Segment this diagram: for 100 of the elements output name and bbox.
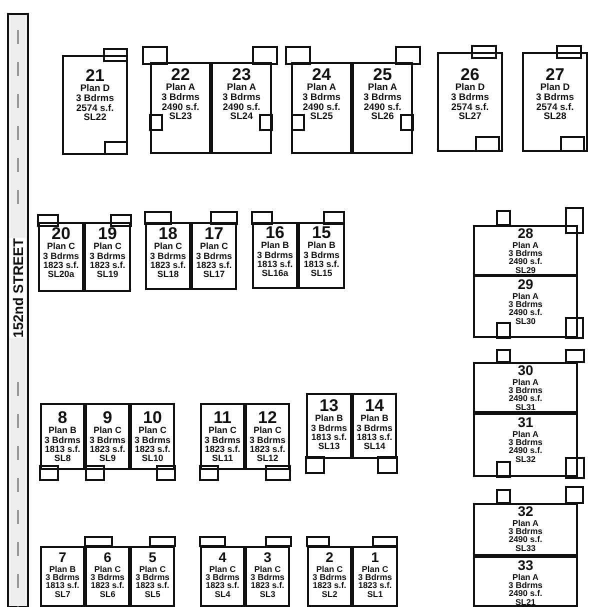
bedroom-count: 3 Bdrms — [358, 573, 392, 582]
strata-lot: SL26 — [371, 112, 394, 122]
townhouse-unit — [200, 403, 245, 470]
floor-area: 2574 s.f. — [76, 104, 114, 114]
plan-name: Plan C — [93, 426, 122, 436]
floor-area: 2574 s.f. — [451, 102, 489, 112]
townhouse-unit — [211, 62, 272, 154]
strata-lot: SL19 — [96, 270, 118, 280]
townhouse-unit — [437, 52, 503, 152]
townhouse-unit — [85, 403, 130, 470]
floor-area: 1813 s.f. — [46, 581, 80, 590]
strata-lot: SL23 — [169, 112, 192, 122]
bedroom-count: 3 Bdrms — [76, 94, 114, 104]
floor-area: 1823 s.f. — [136, 581, 170, 590]
bedroom-count: 3 Bdrms — [42, 252, 79, 261]
bedroom-count: 3 Bdrms — [196, 252, 232, 261]
plan-name: Plan A — [166, 83, 196, 94]
strata-lot: SL6 — [100, 590, 116, 598]
bedroom-count: 3 Bdrms — [90, 573, 124, 582]
plan-name: Plan A — [226, 83, 256, 94]
unit-number: 1 — [371, 551, 379, 565]
bedroom-count: 3 Bdrms — [303, 250, 340, 260]
plan-name: Plan A — [512, 572, 539, 582]
bedroom-count: 3 Bdrms — [150, 252, 186, 261]
strata-lot: SL16a — [262, 268, 288, 278]
floor-area: 2490 s.f. — [508, 446, 542, 455]
unit-number: 16 — [266, 224, 284, 242]
unit-number: 13 — [320, 397, 338, 414]
strata-lot: SL30 — [515, 316, 536, 326]
plan-name: Plan D — [455, 83, 485, 94]
unit-number: 21 — [86, 67, 104, 84]
strata-lot: SL3 — [260, 590, 276, 598]
unit-number: 27 — [546, 66, 564, 84]
plan-name: Plan C — [253, 426, 282, 436]
floor-area: 1813 s.f. — [44, 444, 80, 454]
floor-area: 2490 s.f. — [508, 257, 542, 266]
strata-lot: SL29 — [515, 266, 536, 274]
strata-lot: SL18 — [157, 270, 179, 280]
strata-lot: SL15 — [310, 268, 332, 278]
strata-lot: SL10 — [142, 454, 164, 464]
floor-area: 2490 s.f. — [162, 102, 200, 112]
floor-area: 1813 s.f. — [356, 432, 392, 442]
unit-number: 12 — [258, 409, 277, 426]
plan-name: Plan C — [46, 242, 75, 252]
bedroom-count: 3 Bdrms — [312, 573, 346, 582]
plan-name: Plan C — [139, 564, 166, 574]
bedroom-count: 3 Bdrms — [363, 93, 402, 103]
strata-lot: SL14 — [364, 442, 386, 452]
unit-number: 17 — [204, 225, 224, 242]
townhouse-unit — [473, 225, 578, 276]
unit-number: 3 — [264, 551, 272, 565]
plan-name: Plan C — [94, 564, 121, 574]
bedroom-count: 3 Bdrms — [256, 250, 293, 260]
townhouse-unit — [245, 403, 290, 470]
floor-area: 1823 s.f. — [150, 260, 186, 270]
strata-lot: SL13 — [318, 442, 340, 452]
bedroom-count: 3 Bdrms — [536, 93, 574, 103]
unit-number: 18 — [158, 225, 178, 242]
floor-area: 1823 s.f. — [90, 260, 126, 270]
townhouse-unit — [130, 403, 175, 470]
bedroom-count: 3 Bdrms — [45, 573, 80, 582]
floor-area: 1823 s.f. — [206, 581, 240, 590]
bedroom-count: 3 Bdrms — [89, 252, 126, 261]
unit-number: 7 — [58, 551, 66, 565]
floor-area: 1813 s.f. — [304, 260, 340, 269]
plan-name: Plan C — [138, 426, 166, 436]
strata-lot: SL24 — [230, 112, 253, 122]
unit-number: 33 — [518, 559, 534, 573]
plan-name: Plan A — [512, 240, 539, 250]
street-name: 152nd STREET — [10, 238, 26, 338]
plan-name: Plan B — [49, 564, 76, 574]
strata-lot: SL7 — [54, 590, 70, 598]
floor-area: 2490 s.f. — [364, 102, 402, 112]
townhouse-unit — [130, 546, 175, 607]
townhouse-unit — [473, 503, 578, 556]
floor-area: 1823 s.f. — [250, 444, 286, 454]
townhouse-unit — [85, 546, 130, 607]
bedroom-count: 3 Bdrms — [89, 436, 126, 445]
townhouse-unit — [200, 546, 245, 607]
strata-lot: SL17 — [203, 270, 225, 280]
townhouse-unit — [252, 222, 298, 289]
strata-lot: SL22 — [84, 113, 106, 124]
plan-name: Plan A — [512, 518, 539, 528]
townhouse-unit — [245, 546, 290, 607]
unit-number: 30 — [518, 364, 534, 378]
strata-lot: SL21 — [515, 598, 536, 606]
strata-lot: SL27 — [458, 112, 482, 122]
plan-name: Plan B — [307, 241, 336, 250]
unit-number: 14 — [365, 397, 384, 414]
floor-area: 1823 s.f. — [90, 581, 124, 590]
unit-number: 6 — [104, 551, 112, 565]
townhouse-unit — [473, 362, 578, 413]
bedroom-count: 3 Bdrms — [302, 93, 340, 103]
bedroom-count: 3 Bdrms — [134, 436, 170, 445]
unit-number: 19 — [98, 225, 117, 242]
plan-name: Plan D — [80, 84, 110, 94]
bedroom-count: 3 Bdrms — [310, 424, 347, 433]
townhouse-unit — [150, 62, 211, 154]
plan-name: Plan B — [260, 241, 289, 250]
unit-number: 10 — [143, 409, 162, 426]
